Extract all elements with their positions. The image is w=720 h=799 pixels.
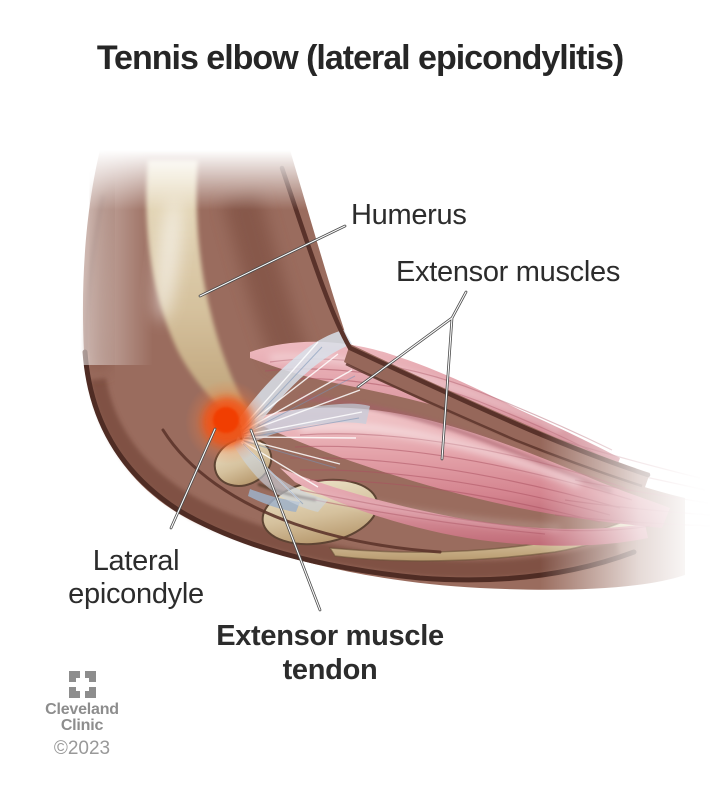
leader-lines <box>169 224 468 612</box>
label-lateral-epicondyle: Lateral epicondyle <box>68 545 204 610</box>
outline-elbow-fold <box>161 428 442 554</box>
brand-name-line1: Cleveland <box>45 701 119 718</box>
outline-elbow-bottom <box>82 349 637 583</box>
humerus-highlight <box>154 198 182 322</box>
label-extensor-muscle-tendon: Extensor muscle tendon <box>216 620 444 686</box>
humerus-bone <box>146 160 262 434</box>
leader-core <box>170 225 467 611</box>
tendon-fibers-blue <box>242 346 360 505</box>
inflammation-spot <box>185 380 269 464</box>
brand-name-line2: Clinic <box>60 717 104 734</box>
joint-cartilage <box>248 489 300 512</box>
page-title: Tennis elbow (lateral epicondylitis) <box>96 39 624 77</box>
edge-fades <box>0 118 720 650</box>
elbow-skin-shading <box>90 378 620 579</box>
cleveland-clinic-branding: Cleveland Clinic ©2023 <box>30 671 134 760</box>
copyright-year: ©2023 <box>53 738 111 759</box>
label-humerus: Humerus <box>351 199 467 231</box>
cleveland-clinic-logo-icon <box>68 671 96 698</box>
label-extensor-muscles: Extensor muscles <box>396 256 621 288</box>
